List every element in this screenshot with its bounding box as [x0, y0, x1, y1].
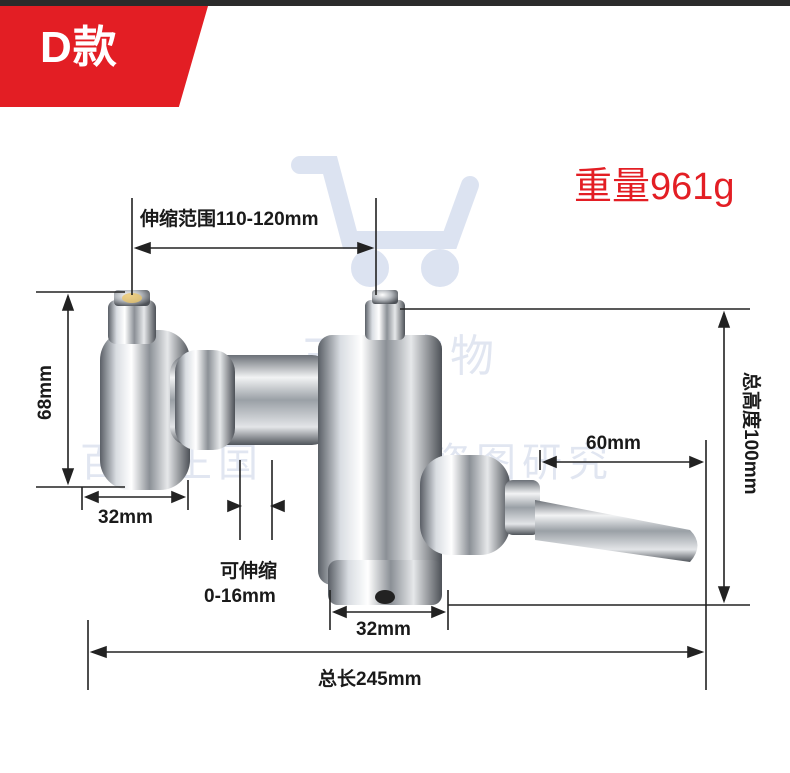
watermark-cart-icon — [291, 156, 479, 287]
inlet-body — [100, 290, 190, 490]
connecting-pipe — [170, 350, 330, 450]
top-bar — [0, 0, 790, 6]
height-left-label: 68mm — [35, 365, 56, 420]
adjustable-label: 可伸缩 — [220, 561, 278, 582]
flush-handle — [420, 455, 698, 562]
outlet-diameter-label: 32mm — [356, 619, 411, 640]
valve-cylinder — [318, 290, 442, 605]
lever-length-label: 60mm — [586, 433, 641, 454]
inlet-diameter-label: 32mm — [98, 507, 153, 528]
weight-label: 重量961g — [574, 166, 735, 208]
total-length-label: 总长245mm — [318, 669, 422, 690]
total-height-label: 总高度100mm — [740, 372, 761, 495]
model-badge-label: D款 — [40, 23, 118, 72]
telescopic-range-label: 伸缩范围110-120mm — [140, 209, 319, 230]
adjustable-range-label: 0-16mm — [204, 586, 276, 607]
model-badge — [0, 6, 208, 107]
dimension-lines — [36, 198, 750, 690]
